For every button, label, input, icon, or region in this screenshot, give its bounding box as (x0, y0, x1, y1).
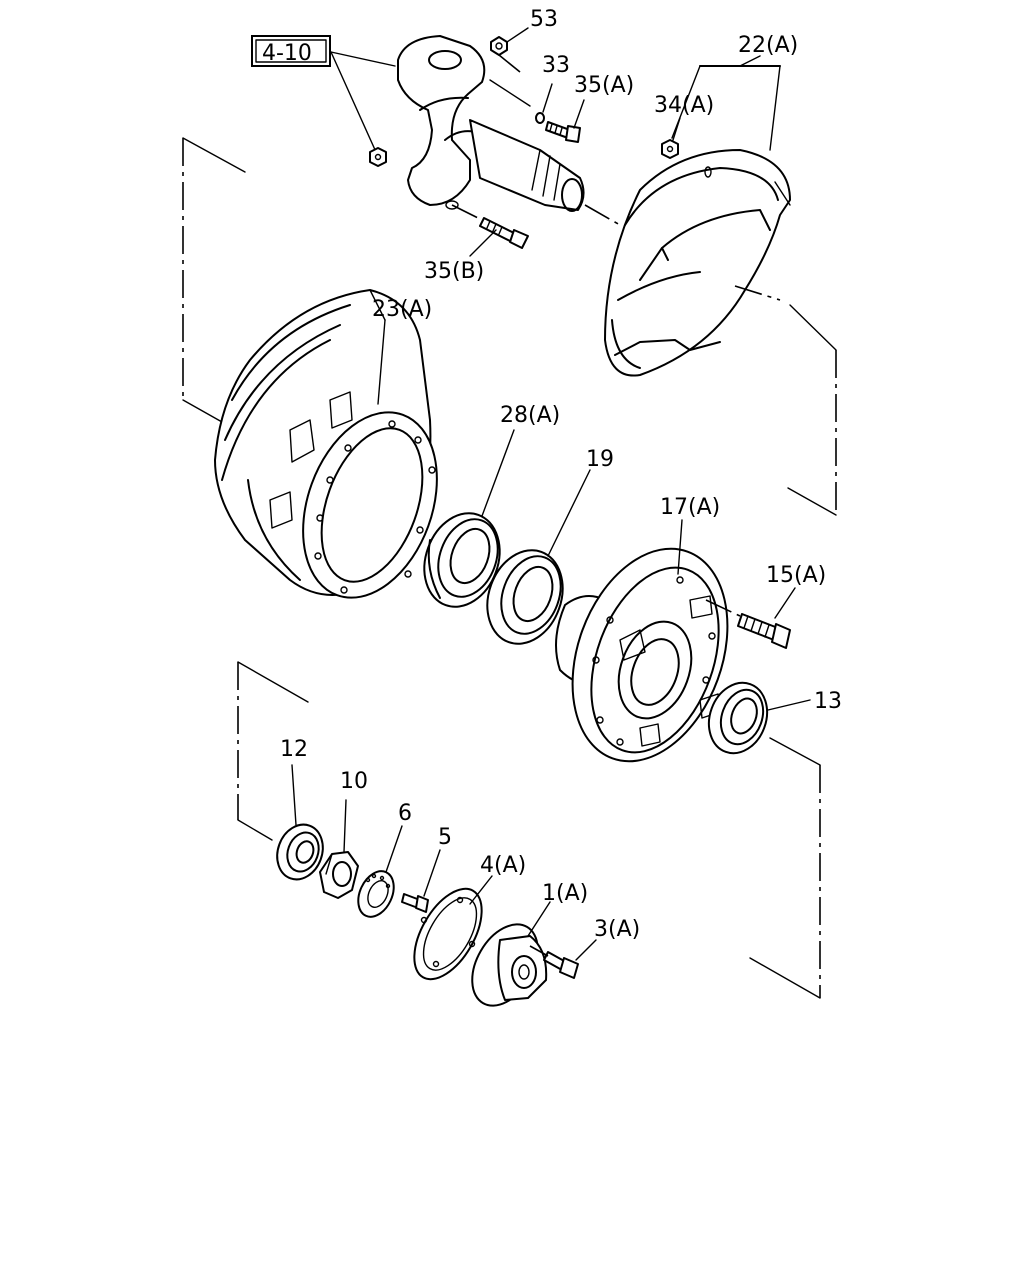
reference-box-4-10: 4-10 (251, 35, 396, 153)
ref-box-label: 4-10 (262, 41, 312, 66)
screw-5 (401, 849, 441, 913)
oil-seal-28a (423, 429, 515, 608)
guide-frame-left-upper (182, 137, 246, 423)
label-19: 19 (586, 447, 614, 472)
label-23a: 23(A) (372, 297, 432, 322)
lock-nut-10 (319, 799, 359, 899)
bolt-35b (451, 204, 529, 257)
label-35a: 35(A) (574, 73, 634, 98)
label-33: 33 (542, 53, 570, 78)
lock-washer-6 (357, 825, 403, 918)
steering-knuckle (397, 35, 585, 212)
label-12: 12 (280, 737, 308, 762)
label-10: 10 (340, 769, 368, 794)
bolt-35a (545, 99, 585, 143)
label-35b: 35(B) (424, 259, 484, 284)
label-3a: 3(A) (594, 917, 640, 942)
label-22a: 22(A) (738, 33, 798, 58)
label-6: 6 (398, 801, 412, 826)
label-1a: 1(A) (542, 881, 588, 906)
label-5: 5 (438, 825, 452, 850)
label-15a: 15(A) (766, 563, 826, 588)
label-34a: 34(A) (654, 93, 714, 118)
gasket-4a (413, 875, 493, 981)
bearing-19 (486, 469, 591, 645)
bearing-13 (707, 681, 811, 755)
backing-plate-22a (584, 55, 791, 377)
guide-frame-right-lower (749, 737, 821, 999)
label-53: 53 (530, 7, 558, 32)
label-17a: 17(A) (660, 495, 720, 520)
seal-12 (276, 764, 324, 881)
guide-frame-right-upper (787, 304, 837, 516)
brake-drum-23a (214, 289, 438, 599)
guide-frame-left-lower (237, 661, 309, 841)
hub-cap-1a (471, 901, 551, 1007)
bolt-3a (529, 939, 597, 979)
label-4a: 4(A) (480, 853, 526, 878)
label-28a: 28(A) (500, 403, 560, 428)
part-labels: 53 33 35(A) 22(A) 34(A) 35(B) 23(A) 28(A… (280, 7, 842, 942)
nut-left (369, 147, 387, 167)
label-13: 13 (814, 689, 842, 714)
hub-stud-15a (737, 587, 796, 649)
washer-33 (535, 83, 553, 124)
nut-53 (490, 27, 529, 73)
